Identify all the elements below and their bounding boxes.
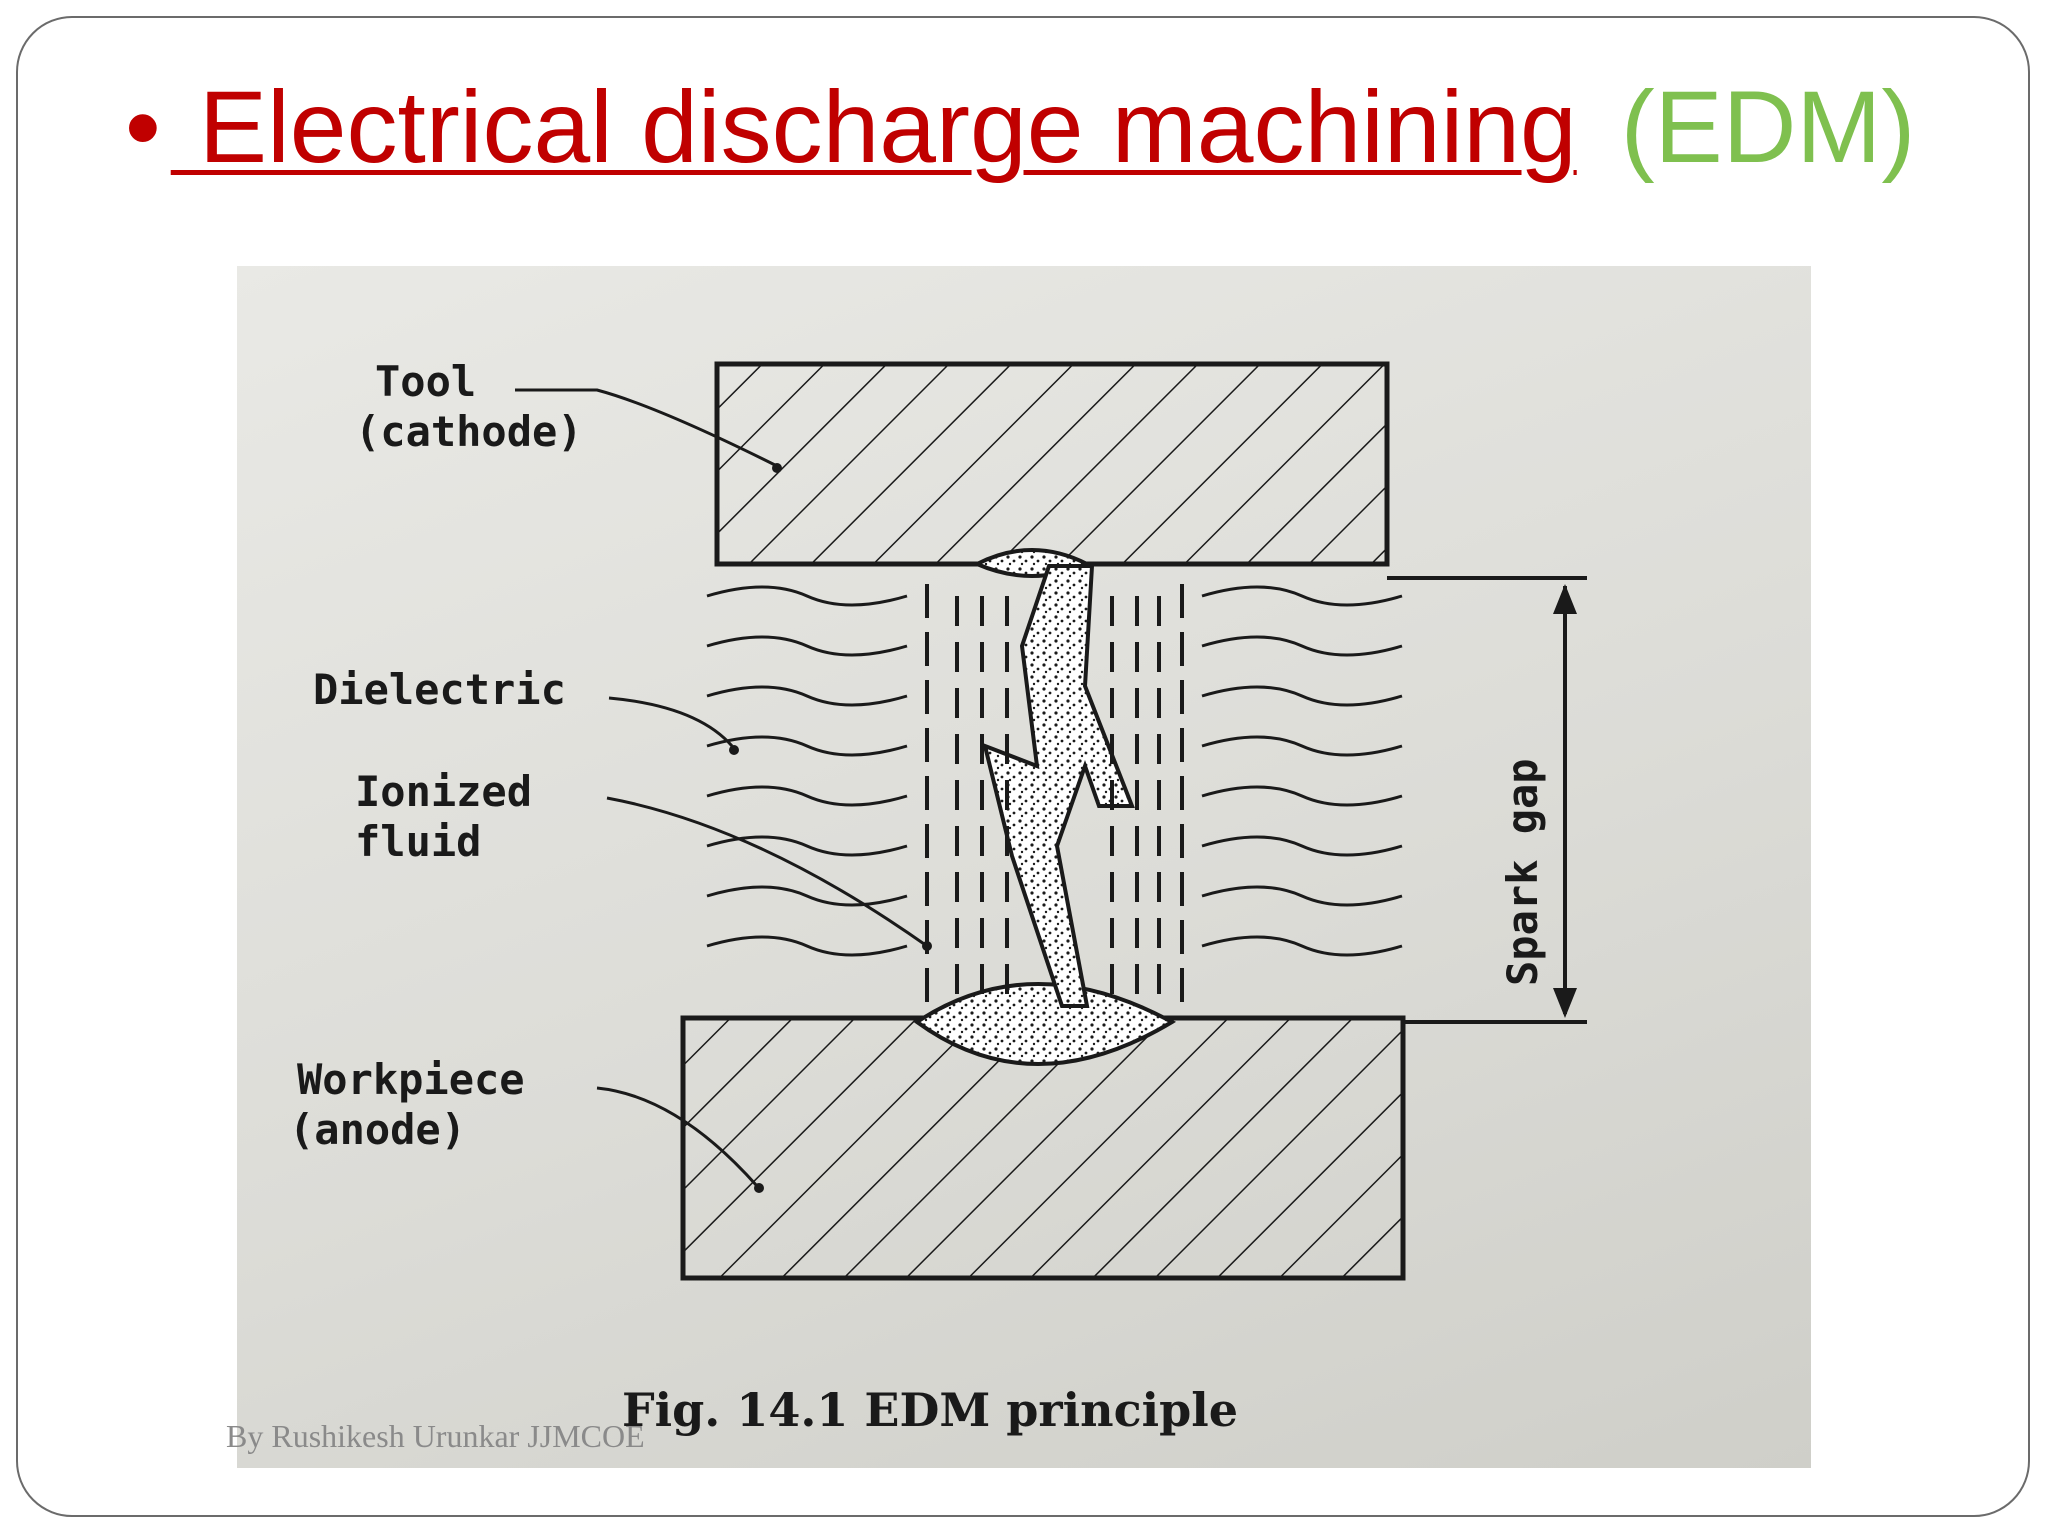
label-ionized-sub: fluid — [355, 817, 481, 866]
title-abbreviation: (EDM) — [1620, 70, 1916, 184]
edm-figure-photo: Tool (cathode) Dielectric Ionized fluid … — [237, 266, 1811, 1468]
workpiece-leader-dot — [754, 1183, 764, 1193]
ionized-column — [925, 584, 1184, 1004]
label-tool: Tool — [375, 357, 476, 406]
bullet-marker: • — [125, 70, 161, 184]
figure-caption: Fig. 14.1 EDM principle — [622, 1383, 1238, 1437]
tool-leader-dot — [772, 463, 782, 473]
label-ionized: Ionized — [355, 767, 532, 816]
title-link[interactable]: Electrical discharge machining — [170, 70, 1577, 184]
dielectric-waves-left — [706, 585, 908, 957]
ionized-leader-dot — [922, 941, 932, 951]
label-dielectric: Dielectric — [313, 665, 566, 714]
label-tool-sub: (cathode) — [355, 407, 583, 456]
label-workpiece-sub: (anode) — [289, 1105, 466, 1154]
tool-block — [714, 361, 1390, 567]
leader-lines — [515, 388, 928, 1187]
label-spark-gap: Spark gap — [1498, 758, 1547, 986]
spark-lightning — [982, 564, 1135, 1008]
label-workpiece: Workpiece — [297, 1055, 525, 1104]
footer-credit: By Rushikesh Urunkar JJMCOE — [226, 1418, 645, 1454]
slide-title: • Electrical discharge machining (EDM) — [125, 62, 1915, 192]
dielectric-waves-right — [1201, 585, 1403, 957]
edm-diagram: Tool (cathode) Dielectric Ionized fluid … — [289, 357, 1587, 1437]
dielectric-leader-dot — [729, 745, 739, 755]
spark-gap-dimension — [1387, 576, 1587, 1024]
workpiece-crater — [913, 982, 1177, 1066]
